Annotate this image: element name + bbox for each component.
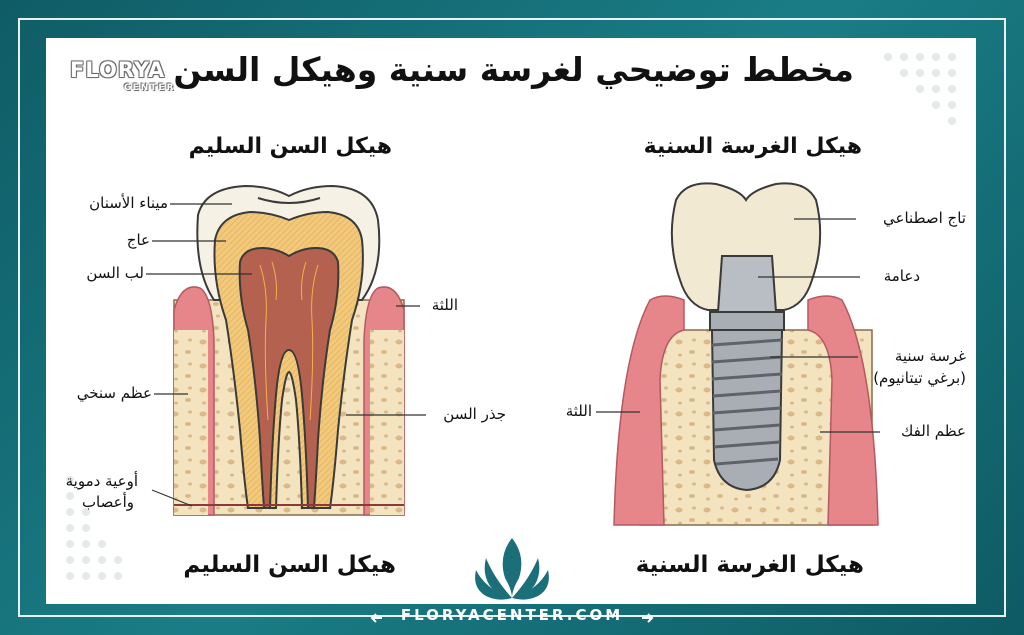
brand-sub: CENTER bbox=[124, 83, 176, 93]
label-implant-line2: (برغي تيتانيوم) bbox=[873, 369, 966, 387]
brand-logo: FLORYA CENTER bbox=[70, 58, 185, 98]
pulp bbox=[238, 246, 340, 509]
label-spongy-bone: عظم سنخي bbox=[76, 384, 152, 402]
label-implant-line1: غرسة سنية bbox=[894, 347, 966, 365]
artificial-crown bbox=[670, 182, 822, 311]
right-panel-heading: هيكل الغرسة السنية bbox=[643, 134, 862, 159]
implant-gum bbox=[613, 295, 685, 526]
right-footer-heading: هيكل الغرسة السنية bbox=[635, 552, 864, 578]
brand-name: FLORYA bbox=[70, 58, 166, 82]
arrow-left-icon bbox=[370, 613, 382, 623]
website-url[interactable]: FLORYACENTER.COM bbox=[400, 606, 624, 624]
label-jaw-bone: عظم الفك bbox=[901, 422, 966, 440]
page-title: مخطط توضيحي لغرسة سنية وهيكل السن bbox=[173, 50, 854, 89]
label-crown: تاج اصطناعي bbox=[883, 209, 966, 227]
left-panel-heading: هيكل السن السليم bbox=[188, 134, 392, 159]
label-vessels-line1: أوعية دموية bbox=[65, 472, 138, 490]
label-dentin: عاج bbox=[126, 231, 150, 249]
frame-border bbox=[18, 18, 1006, 617]
label-vessels-line2: وأعصاب bbox=[81, 493, 134, 511]
arrow-right-icon bbox=[642, 613, 654, 623]
label-gum-right: اللثة bbox=[565, 402, 592, 420]
label-root: جذر السن bbox=[443, 405, 506, 423]
label-gum-left: اللثة bbox=[431, 296, 458, 314]
label-enamel: ميناء الأسنان bbox=[89, 194, 168, 212]
label-abutment: دعامة bbox=[883, 267, 920, 285]
label-pulp: لب السن bbox=[86, 264, 144, 282]
left-footer-heading: هيكل السن السليم bbox=[183, 552, 396, 578]
